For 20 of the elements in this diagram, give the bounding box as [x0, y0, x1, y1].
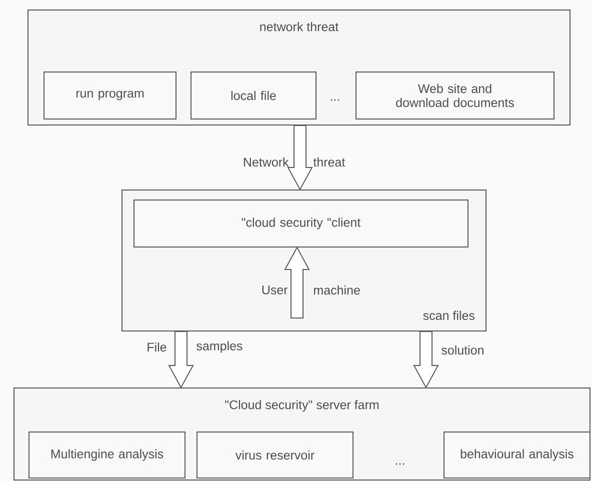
label: Network	[244, 157, 289, 167]
process-box: local file	[190, 72, 316, 120]
label: ...	[330, 99, 340, 101]
label: threat	[313, 157, 346, 167]
label: ...	[396, 463, 404, 465]
process-box: run program	[44, 72, 176, 120]
label: samples	[196, 341, 242, 353]
arrow	[413, 331, 439, 389]
process-box: behavioural analysis	[444, 432, 590, 478]
arrow	[284, 246, 310, 318]
arrow	[287, 125, 313, 191]
label: File	[148, 342, 166, 352]
process-box: "cloud security "client	[134, 200, 468, 248]
arrow	[168, 331, 194, 389]
process-box: Multiengine analysis	[28, 432, 186, 478]
label: User	[262, 286, 288, 294]
label: machine	[314, 285, 360, 295]
process-box: virus reservoir	[196, 432, 354, 478]
process-box: Web site and download documents	[356, 72, 554, 120]
edge-label: solution	[440, 344, 486, 356]
